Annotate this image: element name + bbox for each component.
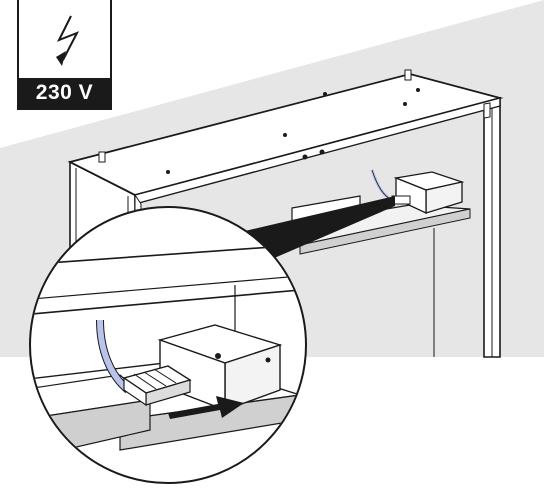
detail-magnifier [29, 206, 307, 484]
push-arrow [168, 396, 244, 419]
lightning-bolt-icon [19, 0, 110, 80]
voltage-label: 230 V [19, 78, 110, 108]
voltage-warning-sign: 230 V [17, 0, 112, 110]
